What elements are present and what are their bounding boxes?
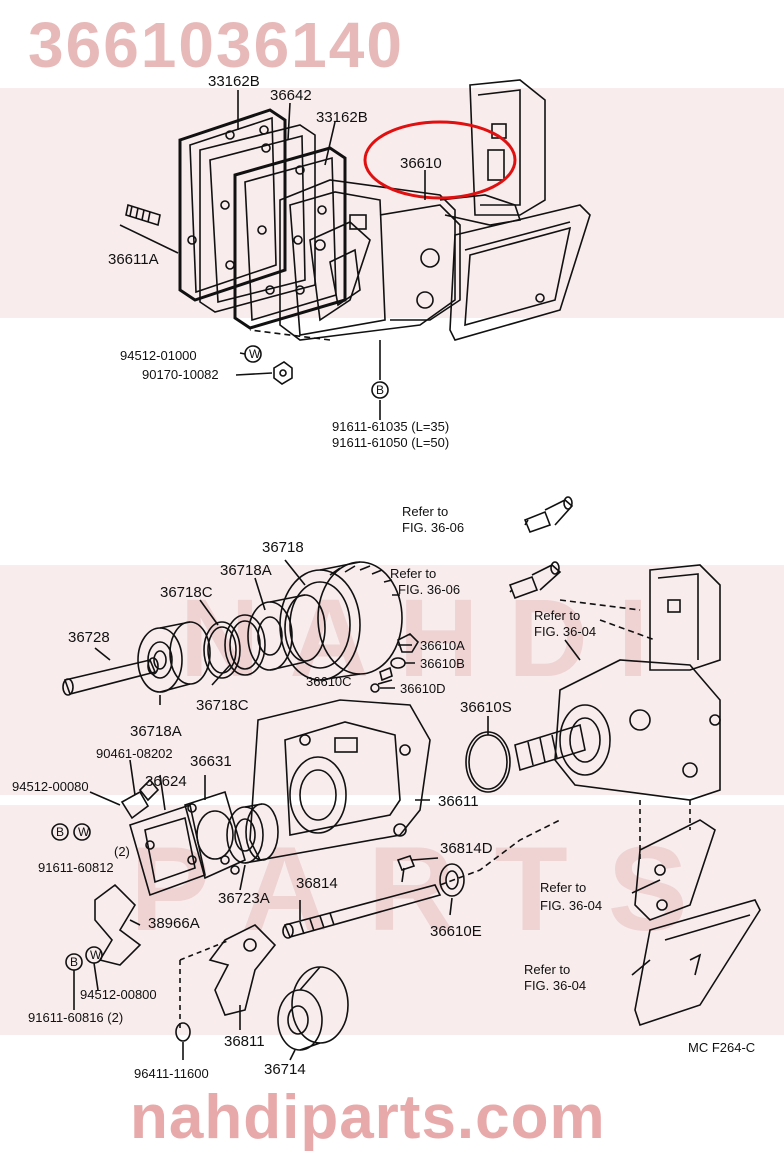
highlight-circle — [363, 120, 517, 200]
watermark-part-number: 3661036140 — [28, 9, 404, 81]
pump-assembly-36610 — [279, 79, 591, 341]
label-38966a: 38966A — [148, 915, 200, 932]
badge-w-top: W — [249, 347, 261, 361]
bracket-right-lower — [634, 899, 761, 1027]
washer-w-badge-1 — [73, 823, 91, 841]
ball-36610d — [370, 683, 380, 693]
badge-w-2: W — [90, 948, 102, 962]
label-36714: 36714 — [264, 1061, 306, 1078]
watermark-brand-2: PARTS — [130, 822, 728, 956]
label-36610b: 36610B — [420, 656, 465, 671]
label-36718a-top: 36718A — [220, 562, 272, 579]
badge-b-1: B — [56, 825, 64, 839]
snap-ring-36718c — [203, 614, 266, 679]
plug-96411 — [175, 1022, 191, 1042]
bolt-36814d — [396, 855, 416, 871]
label-36718c-top: 36718C — [160, 584, 213, 601]
gasket-33162b-rear — [178, 108, 287, 302]
bolt-b-badge — [371, 381, 389, 399]
label-91611-61050: 91611-61050 (L=50) — [332, 435, 449, 450]
ref3-line2: FIG. 36-04 — [534, 624, 596, 639]
ref4-line1: Refer to — [540, 880, 586, 895]
label-36631: 36631 — [190, 753, 232, 770]
fitting-upper — [523, 496, 574, 534]
label-36611: 36611 — [438, 793, 479, 810]
label-36624: 36624 — [145, 773, 187, 790]
ref2-line2: FIG. 36-06 — [398, 582, 460, 597]
plate-36624 — [129, 803, 206, 897]
gear-36718 — [279, 561, 403, 681]
label-36610s: 36610S — [460, 699, 512, 716]
washer-36610b — [390, 657, 406, 669]
label-33162b-rear: 33162B — [208, 73, 260, 90]
plug-36610c — [379, 666, 393, 682]
ref1-line2: FIG. 36-06 — [402, 520, 464, 535]
label-94512-00800: 94512-00800 — [80, 987, 157, 1002]
ref5-line2: FIG. 36-04 — [524, 978, 586, 993]
label-36718c-bottom: 36718C — [196, 697, 249, 714]
label-36611a: 36611A — [108, 251, 159, 268]
fitting-lower — [508, 561, 562, 600]
label-90170-10082: 90170-10082 — [142, 367, 219, 382]
label-36811: 36811 — [224, 1033, 265, 1050]
bolt-b-badge-1 — [51, 823, 69, 841]
label-36610d: 36610D — [400, 681, 446, 696]
label-94512-01000: 94512-01000 — [120, 348, 197, 363]
watermark-band-top — [0, 88, 784, 318]
label-qty-2: (2) — [114, 844, 130, 859]
ref4-line2: FIG. 36-04 — [540, 898, 602, 913]
label-36814: 36814 — [296, 875, 338, 892]
label-33162b-front: 33162B — [316, 109, 368, 126]
diagram-code: MC F264-C — [688, 1040, 755, 1055]
label-91611-60812: 91611-60812 — [38, 860, 114, 875]
label-36610e: 36610E — [430, 923, 482, 940]
plug-36610a — [397, 633, 420, 653]
gear-36714 — [277, 966, 349, 1051]
label-90461-08202: 90461-08202 — [96, 746, 173, 761]
label-36718: 36718 — [262, 539, 304, 556]
label-36610c: 36610C — [306, 674, 352, 689]
badge-b-top: B — [376, 383, 384, 397]
oring-36610s — [465, 731, 511, 793]
gasket-33162b-front — [233, 146, 347, 330]
label-96411-11600: 96411-11600 — [134, 1066, 209, 1081]
label-36723a: 36723A — [218, 890, 270, 907]
bearing-36718a-right — [247, 594, 326, 671]
nut-90170 — [273, 361, 293, 385]
bracket-right-upper — [634, 819, 716, 921]
badge-b-2: B — [70, 955, 78, 969]
label-36610a: 36610A — [420, 638, 465, 653]
label-94512-00080: 94512-00080 — [12, 779, 89, 794]
stud-36611a — [125, 203, 161, 227]
label-36814d: 36814D — [440, 840, 493, 857]
label-36728: 36728 — [68, 629, 110, 646]
ref5-line1: Refer to — [524, 962, 570, 977]
bearing-36723a — [226, 803, 279, 864]
label-36718a-bottom: 36718A — [130, 723, 182, 740]
watermark-site: nahdiparts.com — [130, 1083, 606, 1152]
badge-w-1: W — [78, 825, 90, 839]
bolt-90461 — [120, 790, 150, 820]
shaft-36814 — [282, 884, 442, 939]
shaft-36728 — [62, 657, 159, 696]
case-36611 — [249, 699, 431, 861]
bracket-38966a — [94, 883, 142, 966]
ref1-line1: Refer to — [402, 504, 448, 519]
lever-36811 — [208, 924, 277, 1016]
ref3-line1: Refer to — [534, 608, 580, 623]
gasket-36631 — [184, 790, 246, 880]
plate-36642 — [199, 124, 316, 313]
pump-assembly-right — [514, 564, 721, 801]
label-91611-60816: 91611-60816 (2) — [28, 1010, 123, 1025]
label-91611-61035: 91611-61035 (L=35) — [332, 419, 449, 434]
label-36610: 36610 — [400, 155, 442, 172]
ref2-line1: Refer to — [390, 566, 436, 581]
label-36642: 36642 — [270, 87, 312, 104]
bearing-36718a-left — [137, 621, 211, 693]
seal-36610e — [439, 863, 465, 897]
